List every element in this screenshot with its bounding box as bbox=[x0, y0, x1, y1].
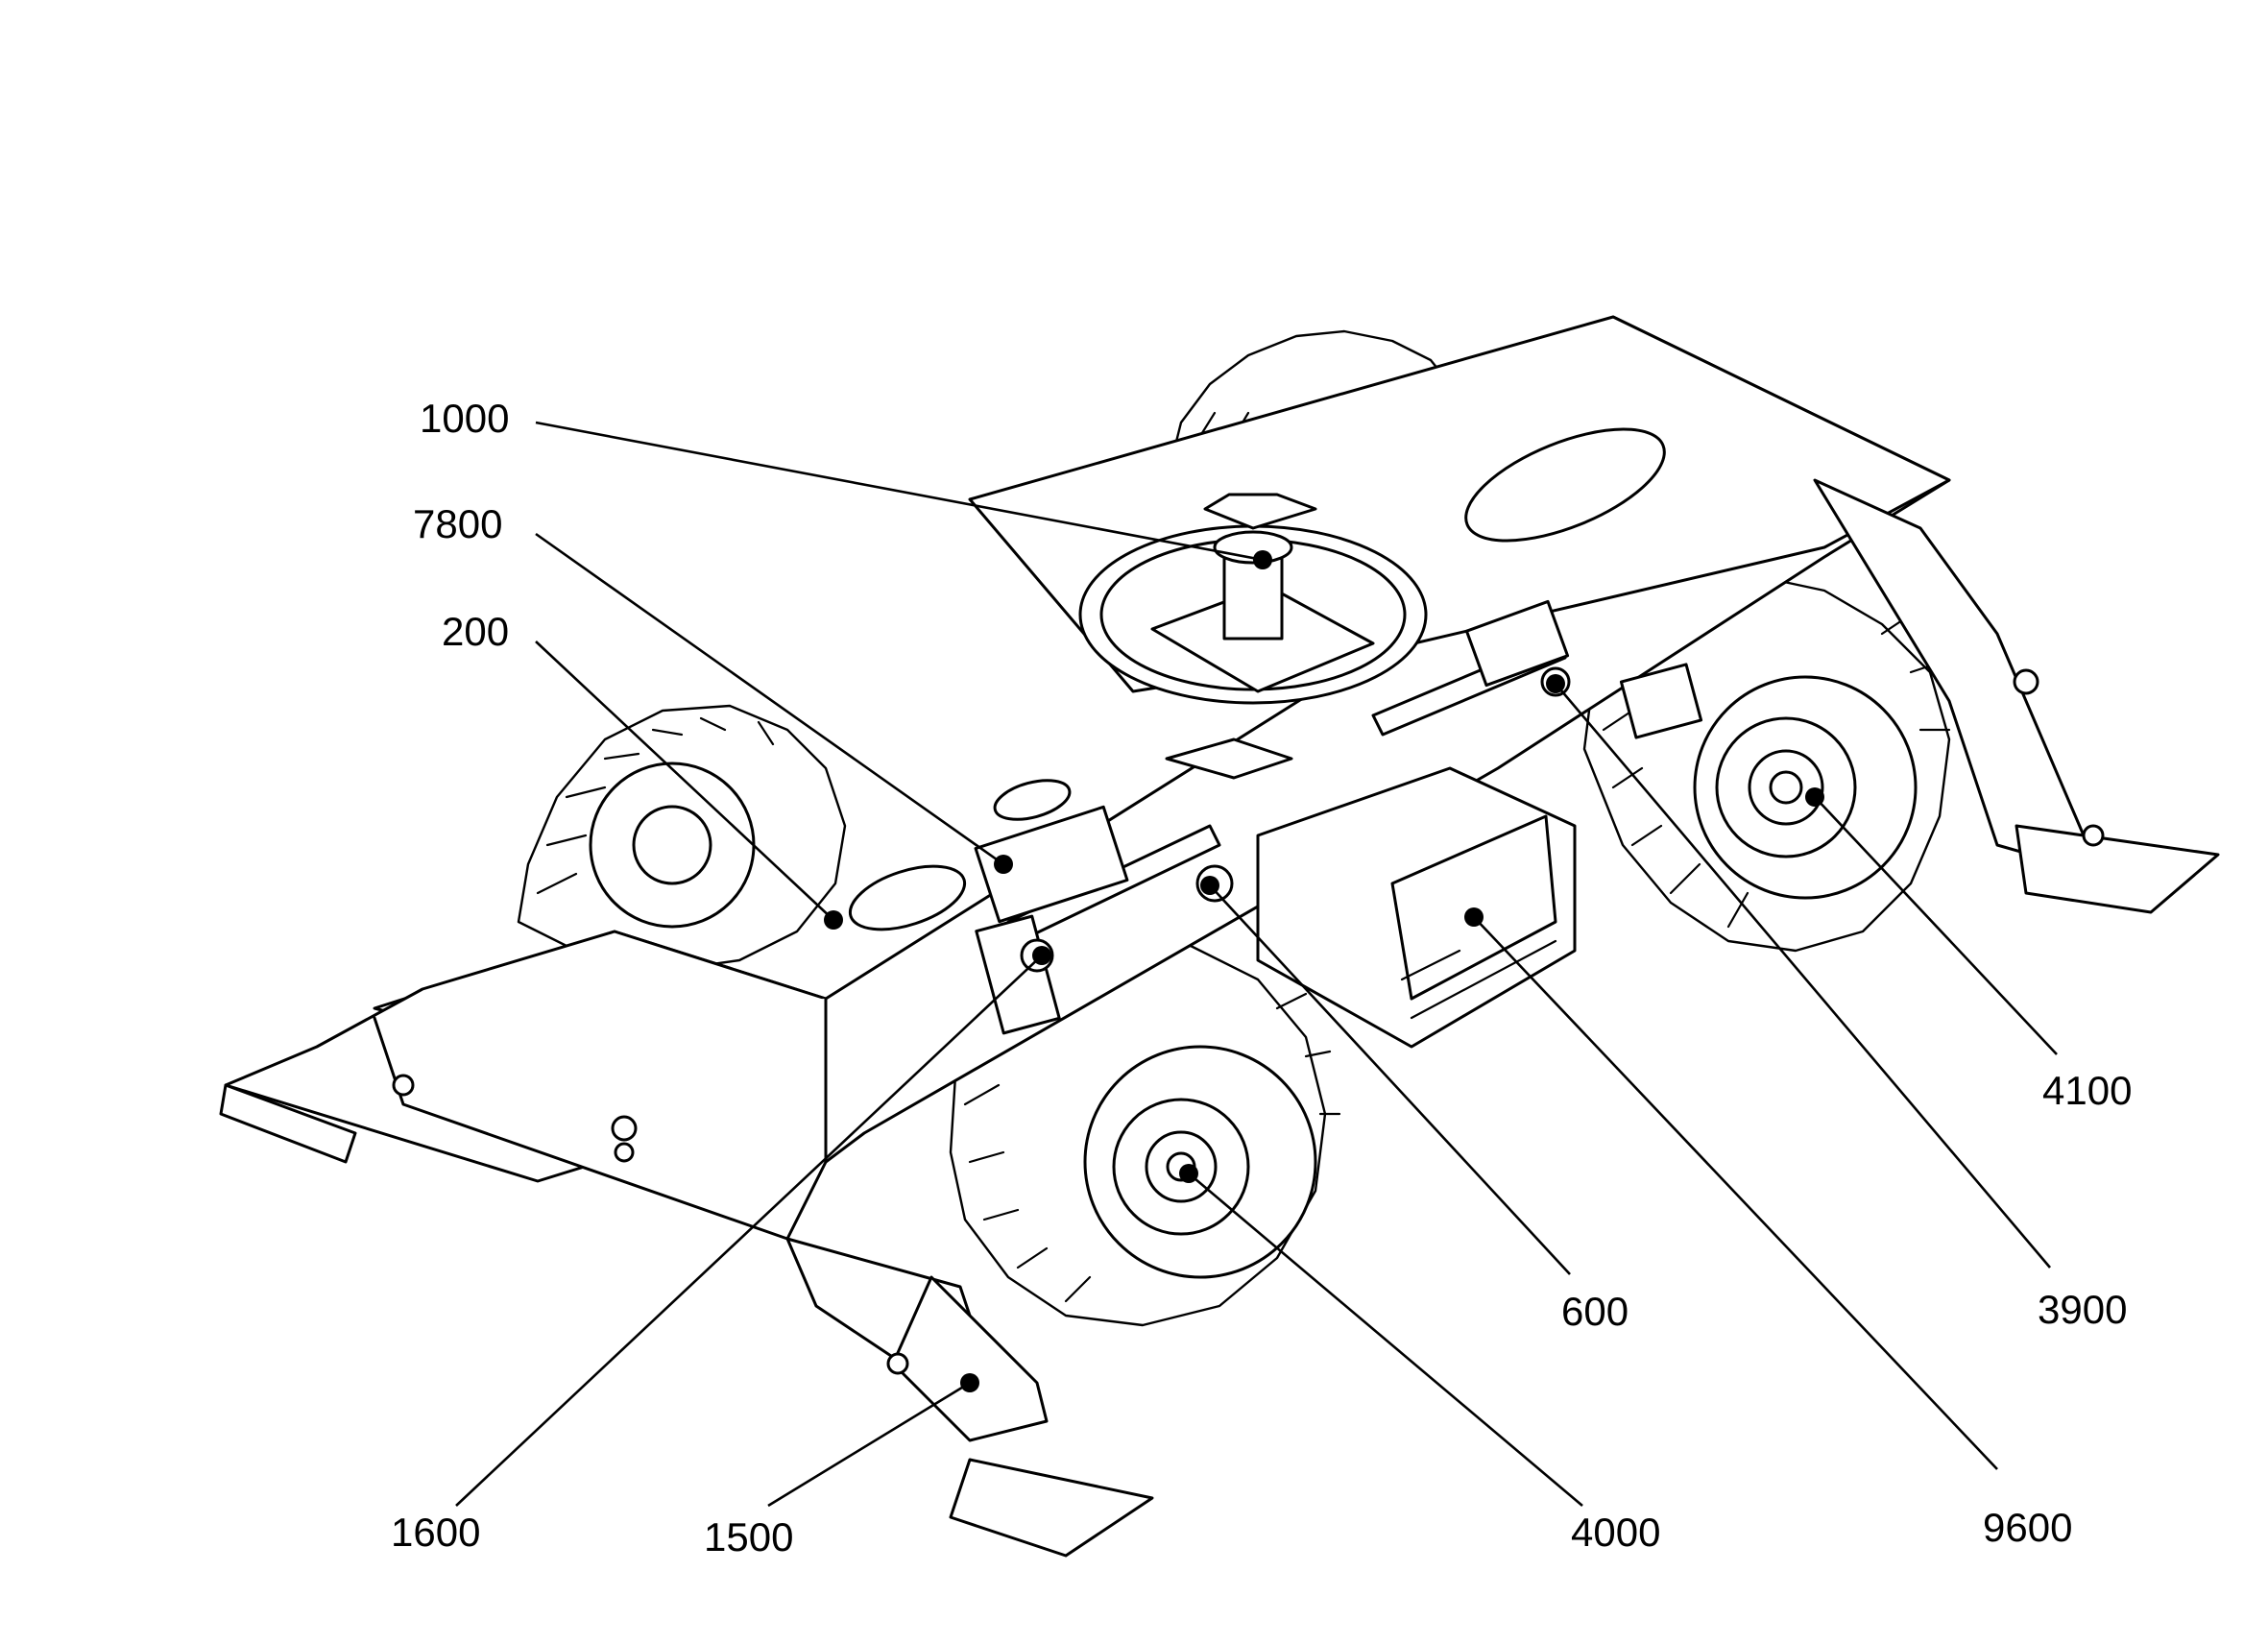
undercarriage-drawing bbox=[219, 315, 2220, 1558]
leader-7800 bbox=[535, 532, 1004, 866]
front-right-tyre bbox=[949, 939, 1341, 1327]
callout-label-9600: 9600 bbox=[1983, 1505, 2072, 1550]
dot-600 bbox=[1200, 876, 1219, 895]
callout-label-4100: 4100 bbox=[2042, 1068, 2132, 1113]
callout-label-3900: 3900 bbox=[2038, 1287, 2127, 1332]
leader-1500 bbox=[767, 1381, 971, 1508]
callout-dots bbox=[824, 550, 1824, 1392]
callout-label-1600: 1600 bbox=[391, 1510, 480, 1555]
dot-1600 bbox=[1032, 946, 1051, 965]
leader-1600 bbox=[455, 955, 1043, 1507]
callout-label-200: 200 bbox=[442, 609, 509, 654]
leader-1000 bbox=[535, 421, 1264, 562]
callout-label-1000: 1000 bbox=[420, 396, 509, 441]
dot-4000 bbox=[1179, 1164, 1198, 1183]
dot-1000 bbox=[1253, 550, 1272, 569]
dot-4100 bbox=[1805, 787, 1824, 807]
slewing-ring bbox=[1078, 493, 1428, 780]
propeller-shafts bbox=[974, 599, 1570, 943]
rear-outrigger bbox=[1813, 478, 2220, 914]
front-outrigger-beam bbox=[219, 930, 1154, 1558]
dot-9600 bbox=[1464, 907, 1484, 927]
callout-label-4000: 4000 bbox=[1571, 1510, 1660, 1555]
dot-1500 bbox=[960, 1373, 979, 1392]
dot-7800 bbox=[994, 855, 1013, 874]
dot-200 bbox=[824, 910, 843, 930]
front-left-tyre bbox=[517, 704, 847, 972]
callout-label-1500: 1500 bbox=[704, 1514, 793, 1559]
leader-4100 bbox=[1814, 796, 2058, 1055]
leader-600 bbox=[1209, 884, 1571, 1275]
dot-3900 bbox=[1546, 674, 1565, 693]
callout-labels: 1000 7800 200 1600 1500 4000 600 9600 39… bbox=[391, 396, 2132, 1559]
leader-4000 bbox=[1188, 1173, 1583, 1507]
leader-200 bbox=[535, 641, 834, 921]
front-axle bbox=[975, 864, 1234, 1035]
callout-label-600: 600 bbox=[1561, 1289, 1629, 1334]
callout-label-7800: 7800 bbox=[413, 501, 502, 546]
leader-3900 bbox=[1555, 683, 2051, 1269]
leader-9600 bbox=[1473, 916, 1998, 1470]
callout-leaders bbox=[455, 421, 2058, 1508]
